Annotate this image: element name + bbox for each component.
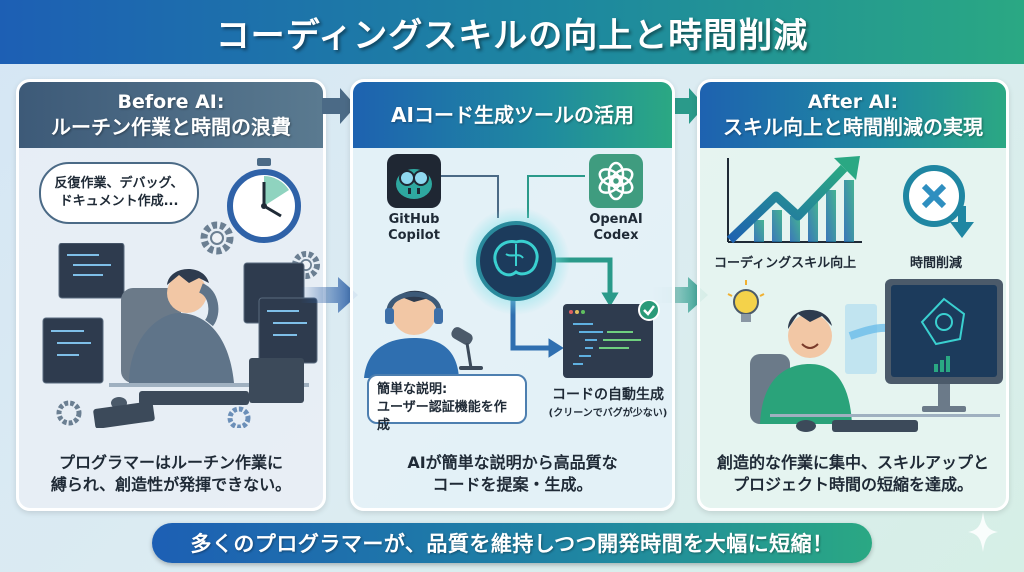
panel-before-body: 反復作業、デバッグ、 ドキュメント作成... xyxy=(19,148,323,508)
skill-up-label: コーディングスキル向上 xyxy=(714,256,857,271)
panel-before-heading-1: Before AI: xyxy=(117,91,225,113)
panel-after-heading-1: After AI: xyxy=(807,91,899,113)
tool-label-copilot: GitHub Copilot xyxy=(373,212,455,244)
code-label-main: コードの自動生成 xyxy=(552,387,664,403)
tool-name-line-2: Codex xyxy=(593,228,639,243)
flow-arrow-icon xyxy=(300,277,358,313)
panel-after-caption: 創造的な作業に集中、スキルアップと プロジェクト時間の短縮を達成。 xyxy=(700,452,1006,496)
caption-line-2: プロジェクト時間の短縮を達成。 xyxy=(732,475,973,494)
tool-name-line-2: Copilot xyxy=(388,228,440,243)
panel-after-header: After AI: スキル向上と時間削減の実現 xyxy=(700,82,1006,148)
panel-before-header: Before AI: ルーチン作業と時間の浪費 xyxy=(19,82,323,148)
ai-brain-icon xyxy=(462,207,570,315)
happy-developer-illustration xyxy=(727,279,1003,432)
growth-chart-icon xyxy=(726,156,862,244)
speech-bubble: 簡単な説明: ユーザー認証機能を作成 xyxy=(367,374,527,433)
panel-before-caption: プログラマーはルーチン作業に 縛られ、創造性が発揮できない。 xyxy=(19,452,323,496)
header-arrow-icon xyxy=(671,88,705,124)
panel-after-ai: After AI: スキル向上と時間削減の実現 コーディングスキル向上 時間削減 xyxy=(697,79,1009,511)
tool-label-openai: OpenAI Codex xyxy=(575,212,657,244)
copilot-icon xyxy=(387,154,441,208)
header-arrow-icon xyxy=(322,88,356,124)
flow-arrow-icon xyxy=(650,277,708,313)
thought-bubble-line-2: ドキュメント作成... xyxy=(59,194,179,209)
time-reduction-icon xyxy=(903,165,974,238)
panel-tools-body: GitHub Copilot OpenAI Codex xyxy=(353,148,672,508)
tool-name-line-1: OpenAI xyxy=(589,212,643,227)
openai-icon xyxy=(589,154,643,208)
lightbulb-icon xyxy=(727,280,765,322)
generated-code-window xyxy=(563,300,660,378)
gear-icon xyxy=(200,221,234,255)
code-window xyxy=(42,243,318,384)
stopwatch-icon xyxy=(227,158,301,243)
panel-before-heading-2: ルーチン作業と時間の浪費 xyxy=(51,115,291,139)
panel-tools-header: AIコード生成ツールの活用 xyxy=(353,82,672,148)
panel-after-heading-2: スキル向上と時間削減の実現 xyxy=(723,115,983,139)
panel-before-ai: Before AI: ルーチン作業と時間の浪費 反復作業、デバッグ、 ドキュメン… xyxy=(16,79,326,511)
code-generation-label: コードの自動生成 (クリーンでバグが少ない) xyxy=(543,384,672,419)
sparkle-icon xyxy=(968,512,998,552)
caption-line-1: 創造的な作業に集中、スキルアップと xyxy=(716,453,989,472)
title-banner: コーディングスキルの向上と時間削減 xyxy=(0,0,1024,64)
tool-name-line-1: GitHub xyxy=(388,212,440,227)
caption-line-2: 縛られ、創造性が発揮できない。 xyxy=(50,475,292,494)
time-reduction-label: 時間削減 xyxy=(910,256,963,271)
panel-tools-heading: AIコード生成ツールの活用 xyxy=(391,103,634,127)
speech-bubble-line-1: 簡単な説明: xyxy=(377,382,448,397)
stressed-programmer-illustration xyxy=(42,243,318,428)
panel-after-body: コーディングスキル向上 時間削減 xyxy=(700,148,1006,508)
thought-bubble: 反復作業、デバッグ、 ドキュメント作成... xyxy=(39,162,199,224)
summary-banner: 多くのプログラマーが、品質を維持しつつ開発時間を大幅に短縮！ xyxy=(152,523,872,563)
page-title: コーディングスキルの向上と時間削減 xyxy=(215,15,809,56)
caption-line-1: プログラマーはルーチン作業に xyxy=(58,453,283,472)
panel-tools-caption: AIが簡単な説明から高品質な コードを提案・生成。 xyxy=(353,452,672,496)
caption-line-1: AIが簡単な説明から高品質な xyxy=(407,453,618,472)
thought-bubble-line-1: 反復作業、デバッグ、 xyxy=(54,176,184,191)
code-label-sub: (クリーンでバグが少ない) xyxy=(548,408,668,419)
caption-line-2: コードを提案・生成。 xyxy=(432,475,593,494)
speech-bubble-line-2: ユーザー認証機能を作成 xyxy=(377,400,507,433)
panel-ai-tools: AIコード生成ツールの活用 GitHub Copilot xyxy=(350,79,675,511)
speaking-developer-illustration xyxy=(364,290,483,378)
